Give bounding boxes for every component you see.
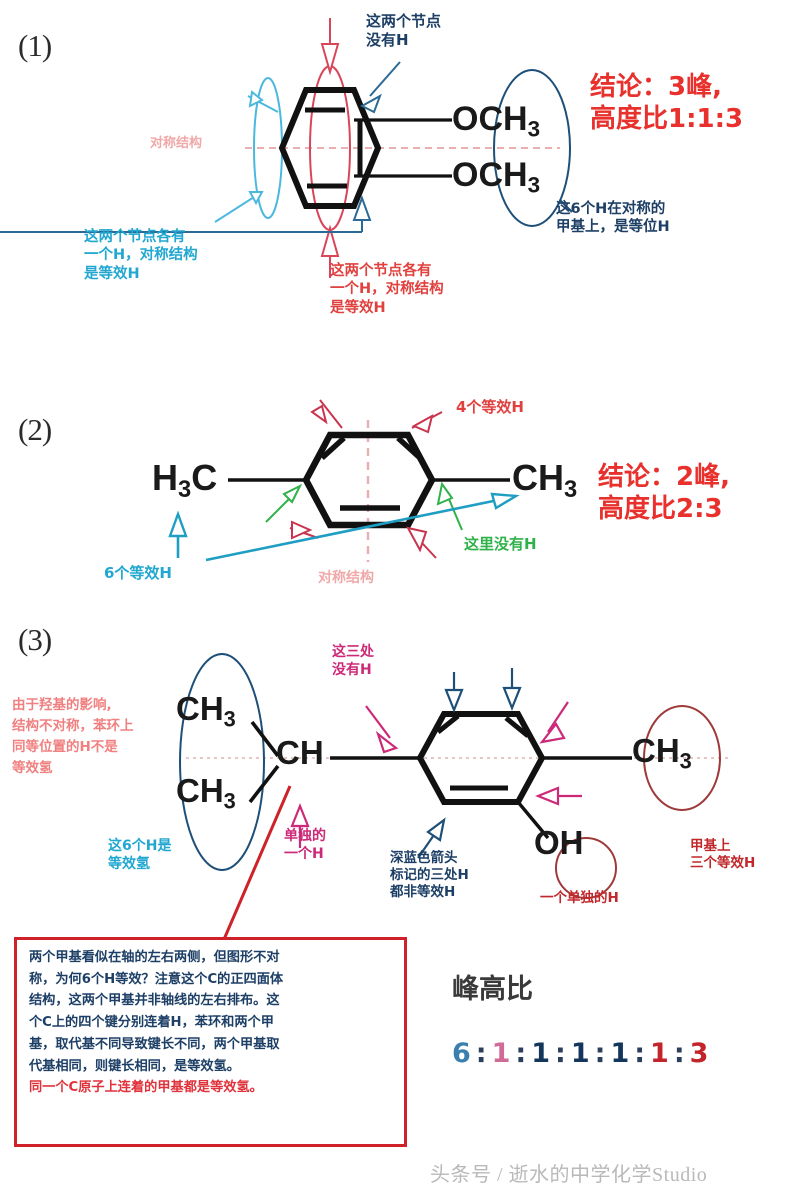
explanation-line: 两个甲基看似在轴的左右两侧，但图形不对	[29, 950, 280, 965]
bond-ch-ch3-top	[250, 720, 280, 758]
section-2-number: (2)	[18, 412, 52, 447]
red-vertical-arrows	[320, 18, 340, 278]
explanation-line: 结构，这两个甲基并非轴线的左右排布。这	[29, 993, 280, 1009]
peak-ratio-value: 3	[689, 1038, 709, 1069]
peak-ratio-value: 1	[531, 1038, 551, 1069]
annotation-navy-three-h: 深蓝色箭头 标记的三处H 都非等效H	[390, 850, 469, 900]
crimson-arrows-2	[289, 399, 443, 559]
section-3-number: (3)	[18, 622, 52, 657]
conclusion-1: 结论：3峰, 高度比1:1:3	[590, 72, 744, 134]
peak-ratio-value: 1	[491, 1038, 511, 1069]
cyan-long-arrow-2	[168, 492, 520, 562]
section-1-graphic	[0, 18, 573, 278]
peak-ratio-value: 6	[452, 1038, 471, 1069]
formula-ch3-right-3: CH3	[632, 732, 692, 774]
explanation-box: 两个甲基看似在轴的左右两侧，但图形不对 称，为何6个H等效？注意这个C的正四面体…	[14, 937, 407, 1147]
conclusion-2: 结论：2峰, 高度比2:3	[598, 462, 730, 524]
annotation-left-cyan-1: 这两个节点各有 一个H，对称结构 是等效H	[84, 229, 198, 282]
formula-och3-bottom: OCH3	[452, 156, 541, 198]
navy-arrows-3	[417, 668, 522, 859]
section-2-graphic	[168, 399, 520, 562]
box-leader-line	[220, 785, 292, 945]
navy-arrows-1	[0, 61, 401, 233]
explanation-accent-line: 同一个C原子上连着的甲基都是等效氢。	[29, 1080, 263, 1096]
symmetry-label-1: 对称结构	[150, 136, 203, 151]
symmetry-label-2: 对称结构	[318, 570, 374, 586]
oh-circle	[555, 837, 617, 899]
peak-ratio-separator: :	[673, 1038, 685, 1069]
dimethyl-ellipse	[179, 653, 265, 871]
annotation-no-h-here: 这里没有H	[464, 535, 537, 553]
peak-ratio-separator: :	[594, 1038, 606, 1069]
section-1-number: (1)	[18, 28, 52, 63]
formula-ch: CH	[276, 734, 324, 771]
benzene-ring-1	[278, 87, 382, 209]
peak-ratio-values: 6:1:1:1:1:1:3	[452, 1038, 708, 1069]
peak-ratio-separator: :	[634, 1038, 646, 1069]
annotation-hydroxyl-effect: 由于羟基的影响, 结构不对称，苯环上 同等位置的H不是 等效氢	[12, 697, 134, 776]
section-3-graphic	[179, 653, 730, 945]
formula-oh: OH	[534, 824, 584, 861]
navy-leader-line	[559, 199, 573, 213]
annotation-bottom-red-1: 这两个节点各有 一个H，对称结构 是等效H	[330, 263, 444, 316]
bond-ch-ch3-bottom	[248, 764, 280, 804]
explanation-line: 代基相同，则键长相同，是等效氢。	[29, 1058, 240, 1074]
formula-ch3-upper-left: CH3	[176, 690, 236, 732]
annotation-methyl-3-equiv: 甲基上 三个等效H	[690, 838, 756, 871]
formula-ch3-lower-left: CH3	[176, 772, 236, 814]
annotation-three-no-h: 这三处 没有H	[332, 644, 374, 678]
explanation-line: 个C上的四个键分别连着H，苯环和两个甲	[29, 1015, 274, 1031]
peak-ratio-title: 峰高比	[452, 974, 533, 1005]
annotation-single-h: 单独的 一个H	[284, 828, 326, 862]
annotation-oh-single-h: 一个单独的H	[540, 890, 619, 906]
annotation-6h-equivalent: 这6个H是 等效氢	[108, 838, 172, 872]
peak-ratio-value: 1	[650, 1038, 669, 1069]
right-methyl-ellipse	[643, 705, 721, 811]
peak-ratio-value: 1	[570, 1038, 590, 1069]
annotation-4-equiv-h: 4个等效H	[456, 398, 524, 416]
annotation-no-h-top: 这两个节点 没有H	[366, 12, 442, 49]
bond-ring-oh	[516, 800, 550, 840]
explanation-line: 称，为何6个H等效？注意这个C的正四面体	[29, 971, 284, 987]
green-arrows-2	[265, 481, 463, 531]
annotation-6-equiv-h: 6个等效H	[104, 564, 172, 582]
formula-h3c-left: H3C	[152, 457, 218, 504]
cyan-arrows-left	[214, 90, 279, 223]
peak-ratio-separator: :	[515, 1038, 527, 1069]
formula-och3-top: OCH3	[452, 100, 541, 142]
peak-ratio-separator: :	[555, 1038, 566, 1069]
och3-group-ellipse	[493, 69, 571, 227]
formula-ch3-right: CH3	[512, 457, 578, 504]
peak-ratio-separator: :	[475, 1038, 487, 1069]
explanation-line: 基，取代基不同导致键长不同，两个甲基取	[29, 1036, 280, 1052]
annotation-right-navy-1: 这6个H在对称的 甲基上，是等位H	[556, 201, 670, 236]
peak-ratio-value: 1	[610, 1038, 630, 1069]
watermark-text: 头条号 / 逝水的中学化学Studio	[430, 1164, 708, 1186]
magenta-arrows-3	[290, 701, 582, 848]
